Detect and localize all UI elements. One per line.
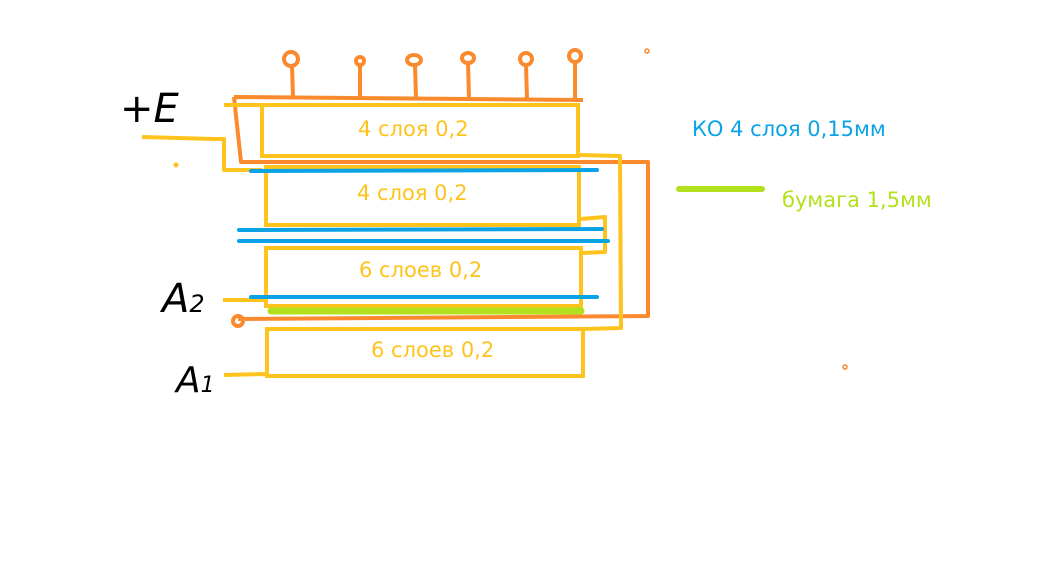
legend-paper-label: бумага 1,5мм [782,188,932,212]
winding-label-3: 6 слоев 0,2 [359,258,483,282]
tap-2 [354,55,366,99]
tap-6 [567,48,583,101]
winding-box-4 [265,327,585,378]
a2-base: A [162,276,190,322]
winding-boxes [260,103,585,378]
ko-line-2 [237,227,604,232]
tap-3 [405,53,423,100]
winding-box-1 [260,103,580,158]
top-taps [282,48,583,101]
a1-lead [223,372,268,377]
stray-dot [644,48,650,54]
winding-box-3 [264,246,583,308]
right-yellow-lead [578,153,623,331]
bridge-lead [579,215,607,255]
a2-label: A2 [162,276,205,322]
yellow-leads [141,103,623,377]
plus-e-label: +E [120,86,179,132]
winding-label-2: 4 слоя 0,2 [357,181,468,205]
a1-sub: 1 [200,373,215,398]
winding-label-1: 4 слоя 0,2 [358,117,469,141]
stray-dot [842,364,848,370]
orange-terminal [231,314,245,328]
orange-lead-top [232,95,650,321]
tap-4 [460,51,476,100]
plus-e-lead [141,103,262,172]
ko-line-1 [249,168,599,173]
a2-sub: 2 [189,290,205,318]
ko-insulation [237,168,610,299]
legend-ko-label: КО 4 слоя 0,15мм [692,117,886,141]
winding-label-4: 6 слоев 0,2 [371,338,495,362]
tap-5 [518,51,534,101]
a1-label: A1 [176,360,215,401]
a1-base: A [176,360,201,401]
stray-dot [173,162,179,168]
tap-1 [282,50,300,99]
winding-box-2 [264,165,581,227]
